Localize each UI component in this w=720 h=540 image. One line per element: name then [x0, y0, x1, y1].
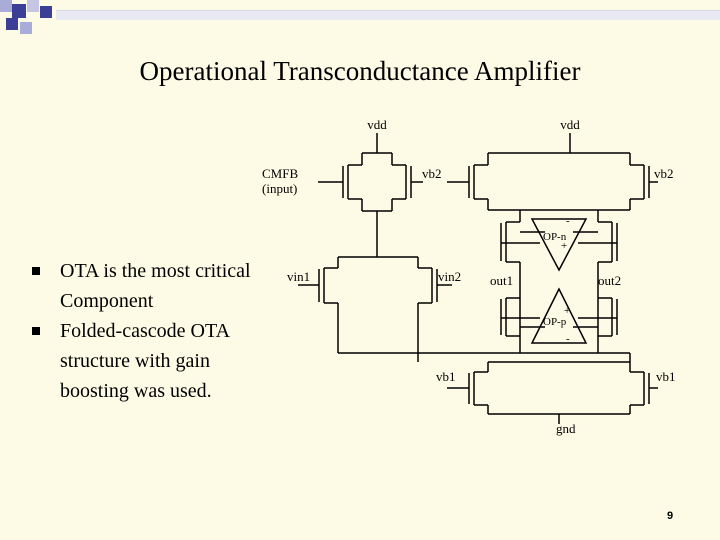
label-opn: OP-n [543, 231, 567, 243]
bullet-item: Folded-cascode OTA structure with gain b… [30, 316, 280, 406]
slide-title: Operational Transconductance Amplifier [139, 56, 581, 86]
label-opp-plus: + [564, 305, 570, 317]
label-vdd-left: vdd [367, 117, 387, 132]
bullet-square-icon [32, 267, 40, 275]
schematic-labels: vdd vdd CMFB (input) vb2 vb2 OP-n OP-p -… [262, 117, 676, 436]
label-vb2-left: vb2 [422, 166, 442, 181]
left-pmos-pair [318, 133, 423, 257]
pmos-cascode-with-opn [500, 210, 618, 353]
bullet-item: OTA is the most critical Component [30, 256, 280, 316]
label-out2: out2 [598, 273, 621, 288]
label-cmfb: CMFB [262, 166, 298, 181]
label-out1: out1 [490, 273, 513, 288]
label-cmfb-input: (input) [262, 181, 297, 196]
bottom-nmos-sources [447, 361, 658, 424]
right-pmos-sources [447, 133, 658, 211]
label-opn-minus: - [566, 215, 570, 227]
label-opp-minus: - [566, 333, 570, 345]
bullet-list: OTA is the most critical Component Folde… [30, 256, 280, 406]
label-opp: OP-p [543, 316, 567, 328]
label-vin1: vin1 [287, 269, 310, 284]
label-vb2-right: vb2 [654, 166, 674, 181]
label-vb1-right: vb1 [656, 369, 676, 384]
label-opn-plus: + [561, 240, 567, 252]
bullet-square-icon [32, 327, 40, 335]
label-vin2: vin2 [438, 269, 461, 284]
label-vdd-right: vdd [560, 117, 580, 132]
page-number: 9 [667, 510, 674, 522]
label-gnd: gnd [556, 421, 576, 436]
label-vb1-left: vb1 [436, 369, 456, 384]
input-differential-pair [298, 256, 452, 353]
nmos-cascode-with-opp [338, 287, 631, 362]
